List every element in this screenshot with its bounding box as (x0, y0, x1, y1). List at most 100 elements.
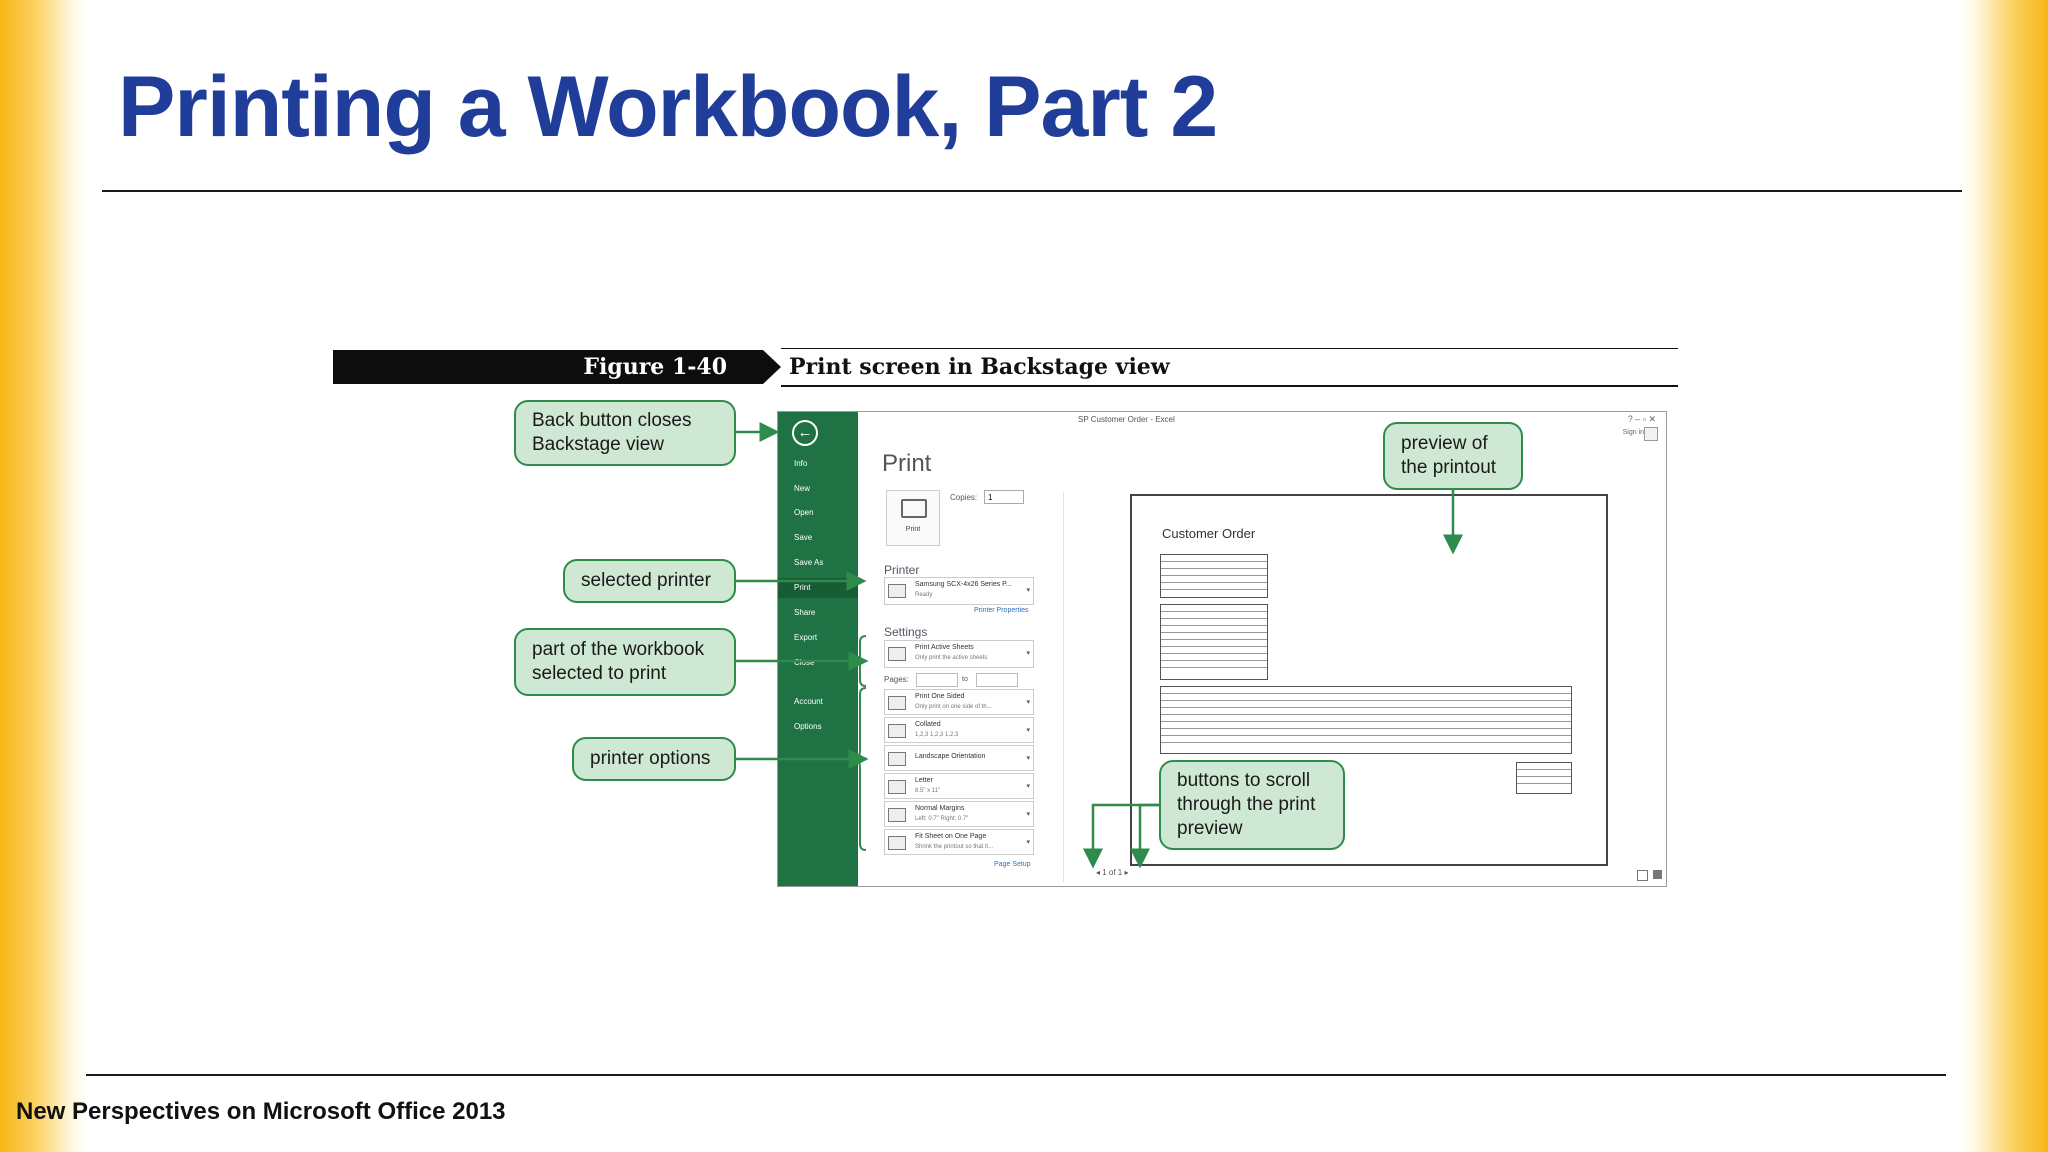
setting-title: Normal Margins (915, 805, 965, 812)
nav-options[interactable]: Options (794, 722, 822, 731)
settings-heading: Settings (884, 625, 928, 639)
print-heading: Print (882, 450, 932, 477)
preview-shipto-table (1160, 604, 1268, 680)
chevron-down-icon: ▾ (1026, 587, 1030, 594)
copies-label: Copies: (950, 493, 978, 502)
nav-share[interactable]: Share (794, 608, 816, 617)
caption-top-rule (781, 348, 1678, 349)
excel-window-title: SP Customer Order - Excel (1078, 415, 1175, 424)
chevron-down-icon: ▾ (1026, 650, 1030, 657)
printer-name: Samsung SCX-4x26 Series P... (915, 581, 1012, 588)
setting-scaling[interactable]: Fit Sheet on One Page Shrink the printou… (884, 829, 1034, 855)
nav-account[interactable]: Account (794, 697, 823, 706)
printer-status: Ready (915, 592, 933, 598)
setting-title: Print One Sided (915, 693, 965, 700)
nav-export[interactable]: Export (794, 633, 818, 642)
setting-sub: 1,2,3 1,2,3 1,2,3 (915, 732, 959, 738)
preview-totals-table (1516, 762, 1572, 794)
setting-title: Letter (915, 777, 933, 784)
setting-sub: Only print the active sheets (915, 655, 988, 661)
nav-save[interactable]: Save (794, 533, 813, 542)
nav-save-as[interactable]: Save As (794, 558, 824, 567)
title-divider (102, 190, 1962, 192)
window-controls[interactable]: ? – ▫ ✕ (1627, 414, 1656, 424)
scaling-icon (888, 836, 906, 850)
print-preview-page: Customer Order (1130, 494, 1608, 866)
callout-preview: preview of the printout (1383, 422, 1523, 490)
page-setup-link[interactable]: Page Setup (994, 861, 1031, 868)
chevron-down-icon: ▾ (1026, 755, 1030, 762)
sheets-icon (888, 647, 906, 661)
printer-select[interactable]: Samsung SCX-4x26 Series P... Ready ▾ (884, 577, 1034, 605)
print-button-label: Print (905, 526, 921, 533)
caption-bottom-rule (781, 385, 1678, 387)
zoom-to-page-icon[interactable] (1653, 870, 1662, 879)
setting-print-one-sided[interactable]: Print One Sided Only print on one side o… (884, 689, 1034, 715)
figure-number-band (333, 350, 763, 384)
figure-caption: Print screen in Backstage view (789, 354, 1170, 380)
pages-label: Pages: (884, 675, 909, 684)
footer-divider (86, 1074, 1946, 1076)
backstage-sidebar: ← Info New Open Save Save As Print Share… (778, 412, 858, 886)
pages-from-input[interactable] (916, 673, 958, 687)
margins-icon (888, 808, 906, 822)
printer-heading: Printer (884, 563, 920, 577)
arrow-scroll-prev (1083, 803, 1159, 869)
chevron-down-icon: ▾ (1026, 839, 1030, 846)
setting-print-active-sheets[interactable]: Print Active Sheets Only print the activ… (884, 640, 1034, 668)
preview-title: Customer Order (1162, 526, 1256, 541)
callout-back-button: Back button closes Backstage view (514, 400, 736, 466)
figure-number: Figure 1-40 (583, 354, 727, 380)
slide-title: Printing a Workbook, Part 2 (118, 59, 1218, 155)
setting-sub: 8.5" x 11" (915, 788, 941, 794)
figure-number-arrow (763, 350, 781, 384)
nav-close[interactable]: Close (794, 658, 815, 667)
print-button[interactable]: Print (886, 490, 940, 546)
setting-sub: Left: 0.7" Right: 0.7" (915, 816, 969, 822)
preview-order-table (1160, 554, 1268, 598)
pages-to-label: to (962, 676, 968, 683)
preview-page-navigation[interactable]: ◂ 1 of 1 ▸ (1096, 868, 1129, 877)
bracket-printer-options (853, 687, 867, 851)
setting-title: Collated (915, 721, 941, 728)
panel-separator (1063, 492, 1064, 882)
chevron-down-icon: ▾ (1026, 811, 1030, 818)
right-gradient-border (1962, 0, 2048, 1152)
callout-printer-options: printer options (572, 737, 736, 781)
excel-print-screenshot: ← Info New Open Save Save As Print Share… (777, 411, 1667, 887)
nav-print[interactable]: Print (778, 578, 858, 598)
nav-info[interactable]: Info (794, 459, 808, 468)
setting-title: Print Active Sheets (915, 644, 974, 651)
callout-selected-printer: selected printer (563, 559, 736, 603)
callout-part-to-print: part of the workbook selected to print (514, 628, 736, 696)
setting-sub: Only print on one side of th... (915, 704, 992, 710)
footer-text: New Perspectives on Microsoft Office 201… (16, 1098, 506, 1125)
printer-icon (901, 499, 927, 518)
copies-input[interactable]: 1 (984, 490, 1024, 504)
setting-orientation[interactable]: Landscape Orientation ▾ (884, 745, 1034, 771)
preview-items-table (1160, 686, 1572, 754)
setting-title: Landscape Orientation (915, 753, 986, 760)
printer-properties-link[interactable]: Printer Properties (974, 607, 1029, 614)
show-margins-icon[interactable] (1637, 870, 1648, 881)
chevron-down-icon: ▾ (1026, 699, 1030, 706)
printer-device-icon (888, 584, 906, 598)
left-gradient-border (0, 0, 86, 1152)
sign-in-link[interactable]: Sign in (1622, 429, 1644, 436)
one-sided-icon (888, 696, 906, 710)
chevron-down-icon: ▾ (1026, 783, 1030, 790)
setting-paper-size[interactable]: Letter 8.5" x 11" ▾ (884, 773, 1034, 799)
nav-new[interactable]: New (794, 484, 811, 493)
nav-open[interactable]: Open (794, 508, 814, 517)
user-avatar-icon (1644, 427, 1658, 441)
collated-icon (888, 724, 906, 738)
setting-margins[interactable]: Normal Margins Left: 0.7" Right: 0.7" ▾ (884, 801, 1034, 827)
setting-title: Fit Sheet on One Page (915, 833, 987, 840)
figure-caption-bar: Figure 1-40 Print screen in Backstage vi… (333, 348, 1678, 388)
setting-collated[interactable]: Collated 1,2,3 1,2,3 1,2,3 ▾ (884, 717, 1034, 743)
pages-to-input[interactable] (976, 673, 1018, 687)
chevron-down-icon: ▾ (1026, 727, 1030, 734)
bracket-part-to-print (854, 635, 867, 687)
back-arrow-icon[interactable]: ← (792, 420, 818, 446)
